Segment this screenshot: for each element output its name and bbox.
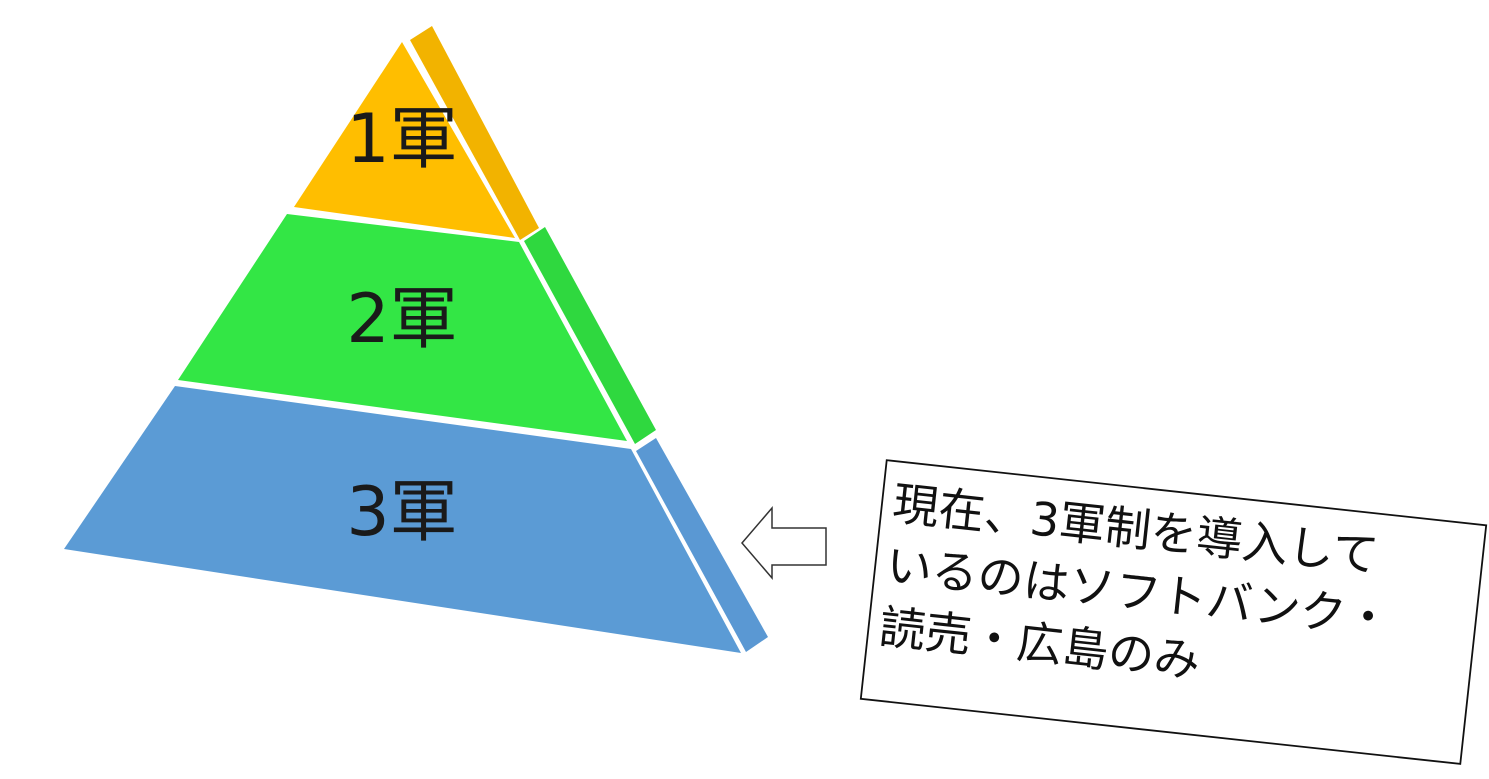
tier-1-front (294, 42, 515, 238)
tier-1-side (410, 26, 539, 240)
callout-box: 現在、3軍制を導入して いるのはソフトバンク・ 読売・広島のみ (859, 459, 1488, 765)
tier-3: 3軍 (64, 386, 768, 653)
tier-1: 1軍 (294, 26, 539, 240)
tier-2-side (524, 227, 656, 444)
callout-frame (859, 459, 1488, 765)
tier-3-label: 3軍 (346, 473, 457, 552)
tier-2: 2軍 (178, 214, 656, 444)
tier-2-label: 2軍 (346, 280, 457, 359)
tier-3-front (64, 386, 741, 653)
tier-2-front (178, 214, 627, 441)
tier-3-side (636, 438, 768, 652)
tier-1-label: 1軍 (346, 100, 457, 179)
left-arrow-icon (741, 505, 827, 581)
